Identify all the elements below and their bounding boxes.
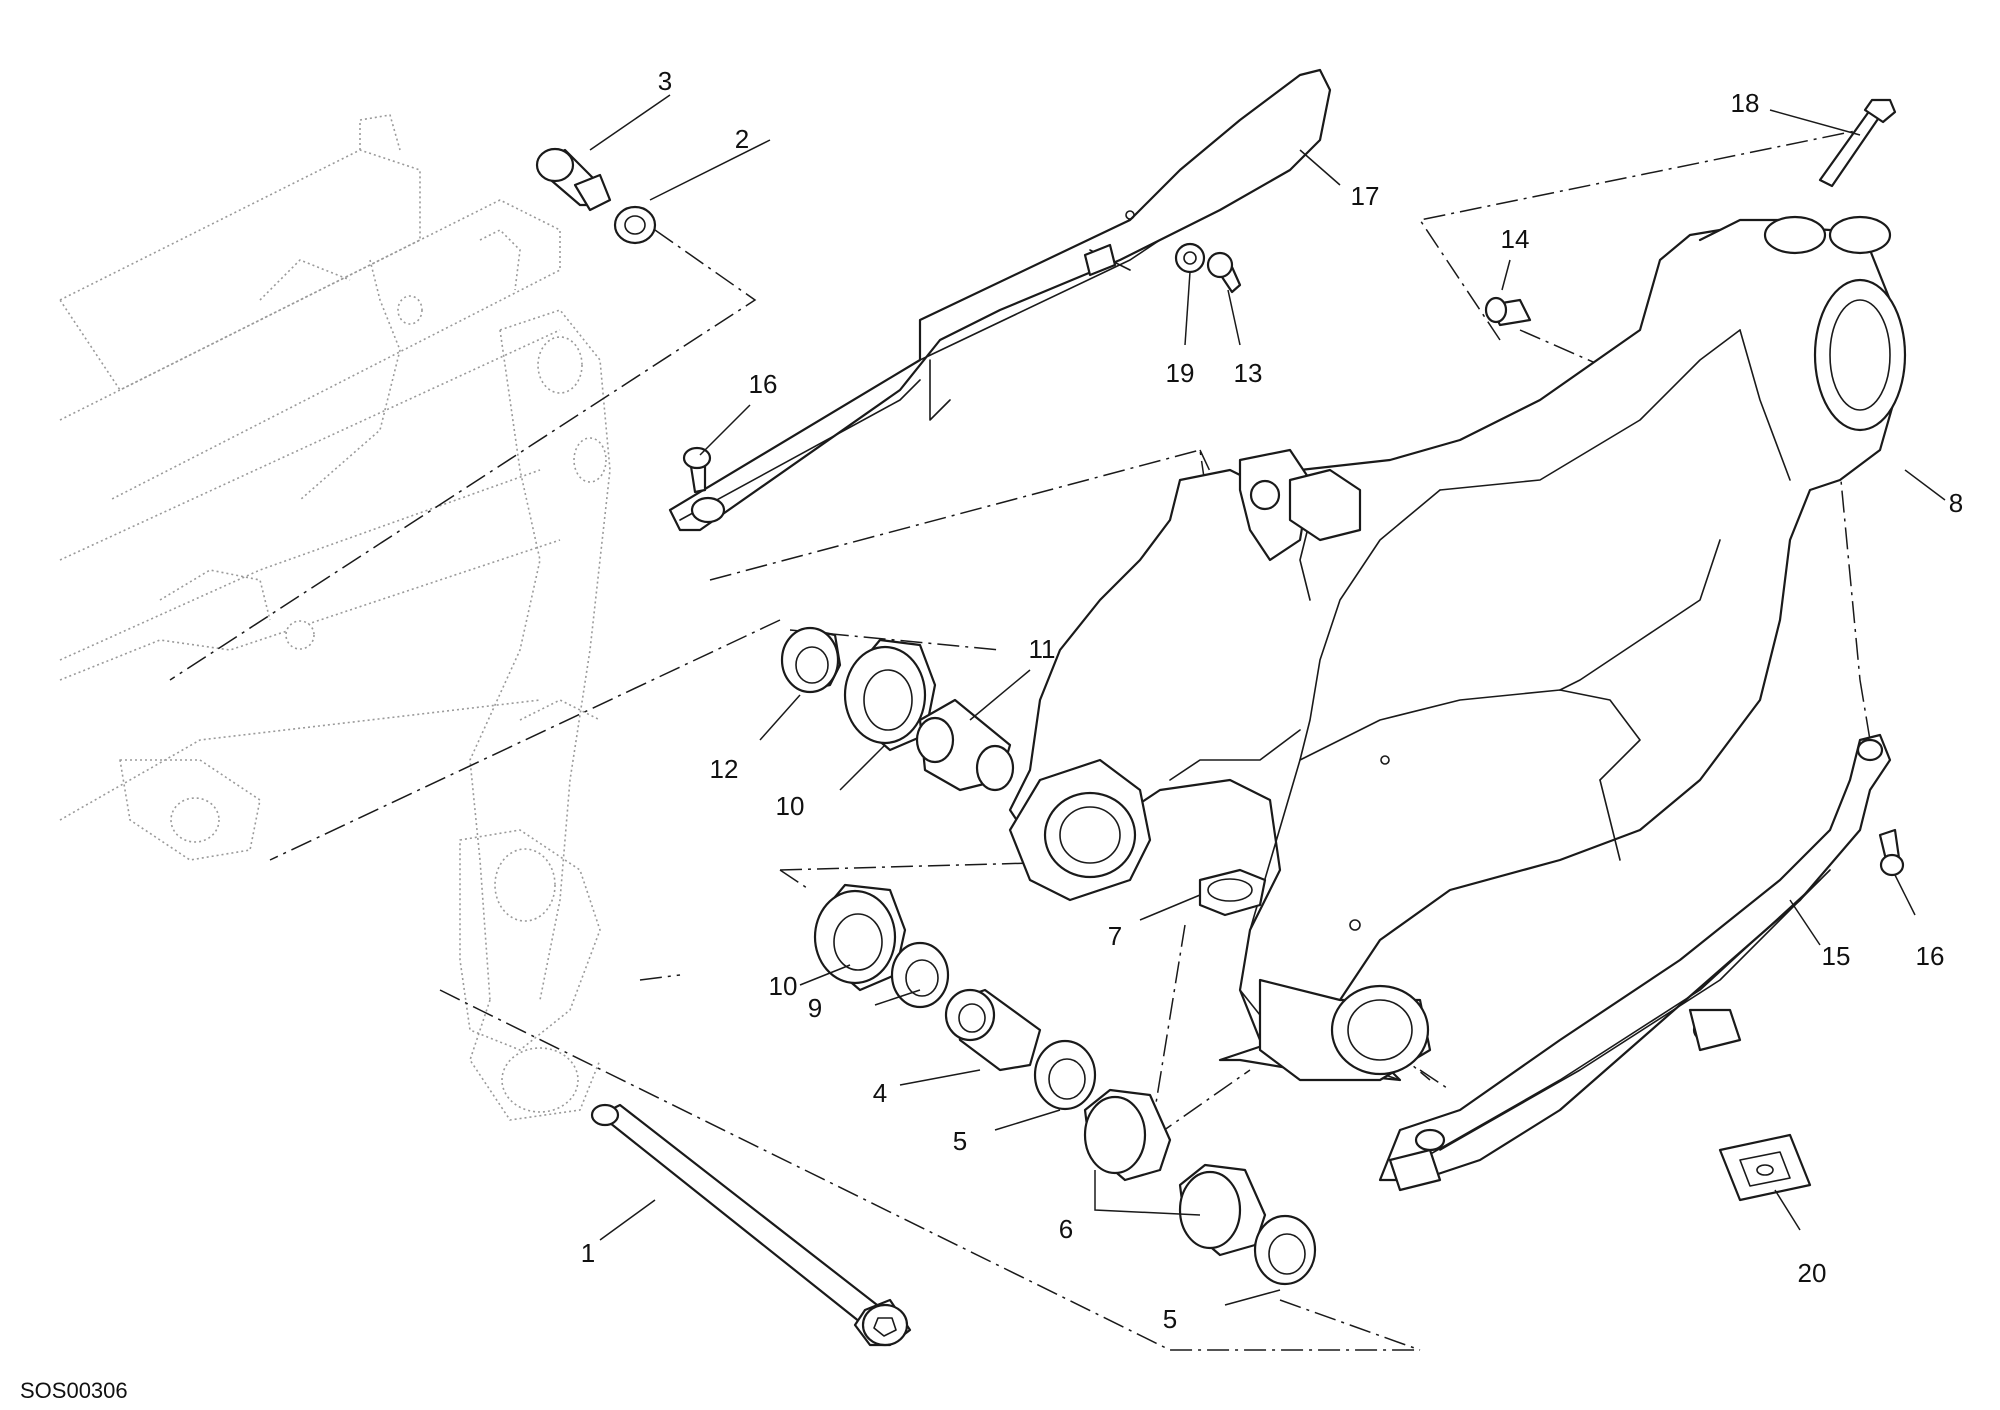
screw-16-upper xyxy=(682,446,712,494)
callout-11: 11 xyxy=(1029,634,1056,664)
callout-10-upper: 10 xyxy=(776,791,805,821)
callout-16-upper: 16 xyxy=(749,369,778,399)
callout-15: 15 xyxy=(1822,941,1851,971)
callout-3: 3 xyxy=(658,66,672,96)
chain-guard xyxy=(668,68,1332,532)
motorcycle-frame xyxy=(59,114,611,1121)
callout-6: 6 xyxy=(1059,1214,1073,1244)
bearing-6-lower xyxy=(1178,1163,1267,1257)
callout-13: 13 xyxy=(1234,358,1263,388)
callout-5-upper: 5 xyxy=(953,1126,967,1156)
label-plate-20 xyxy=(1718,1133,1812,1202)
callout-12: 12 xyxy=(710,754,739,784)
callout-2: 2 xyxy=(735,124,749,154)
bushing-10-upper xyxy=(843,638,937,752)
callout-20: 20 xyxy=(1798,1258,1827,1288)
bushing-10-lower xyxy=(813,883,907,992)
callout-18: 18 xyxy=(1731,88,1760,118)
callout-19: 19 xyxy=(1166,358,1195,388)
callout-4: 4 xyxy=(873,1078,887,1108)
screw-13 xyxy=(1206,251,1242,294)
callout-1: 1 xyxy=(581,1238,595,1268)
seal-9 xyxy=(890,941,950,1009)
bearing-6-upper xyxy=(1083,1088,1172,1182)
callout-5-lower: 5 xyxy=(1163,1304,1177,1334)
bearing-12 xyxy=(780,626,842,694)
callout-8: 8 xyxy=(1949,488,1963,518)
pivot-shaft xyxy=(590,1103,912,1347)
spacer-4 xyxy=(944,988,1042,1072)
plug-7 xyxy=(1198,868,1267,917)
swingarm xyxy=(1008,215,1907,1082)
bolt-18 xyxy=(1818,98,1897,188)
callout-17: 17 xyxy=(1351,181,1380,211)
seal-5-upper xyxy=(1033,1039,1097,1111)
callout-9: 9 xyxy=(808,993,822,1023)
screw-16-lower xyxy=(1878,828,1905,877)
callout-14: 14 xyxy=(1501,224,1530,254)
spacer-11 xyxy=(915,698,1015,792)
callout-16-lower: 16 xyxy=(1916,941,1945,971)
callout-leaders xyxy=(589,94,1946,1306)
callout-7: 7 xyxy=(1108,921,1122,951)
screw-14 xyxy=(1484,296,1532,327)
washer-19 xyxy=(1174,242,1206,274)
callout-numbers: 1 2 3 4 5 5 6 7 8 9 10 10 11 12 13 14 15… xyxy=(581,66,1963,1334)
chain-slider xyxy=(1378,733,1892,1192)
seal-5-lower xyxy=(1253,1214,1317,1286)
bolt-and-washer-top xyxy=(535,147,657,245)
drawing-code: SOS00306 xyxy=(20,1378,128,1403)
callout-10-lower: 10 xyxy=(769,971,798,1001)
